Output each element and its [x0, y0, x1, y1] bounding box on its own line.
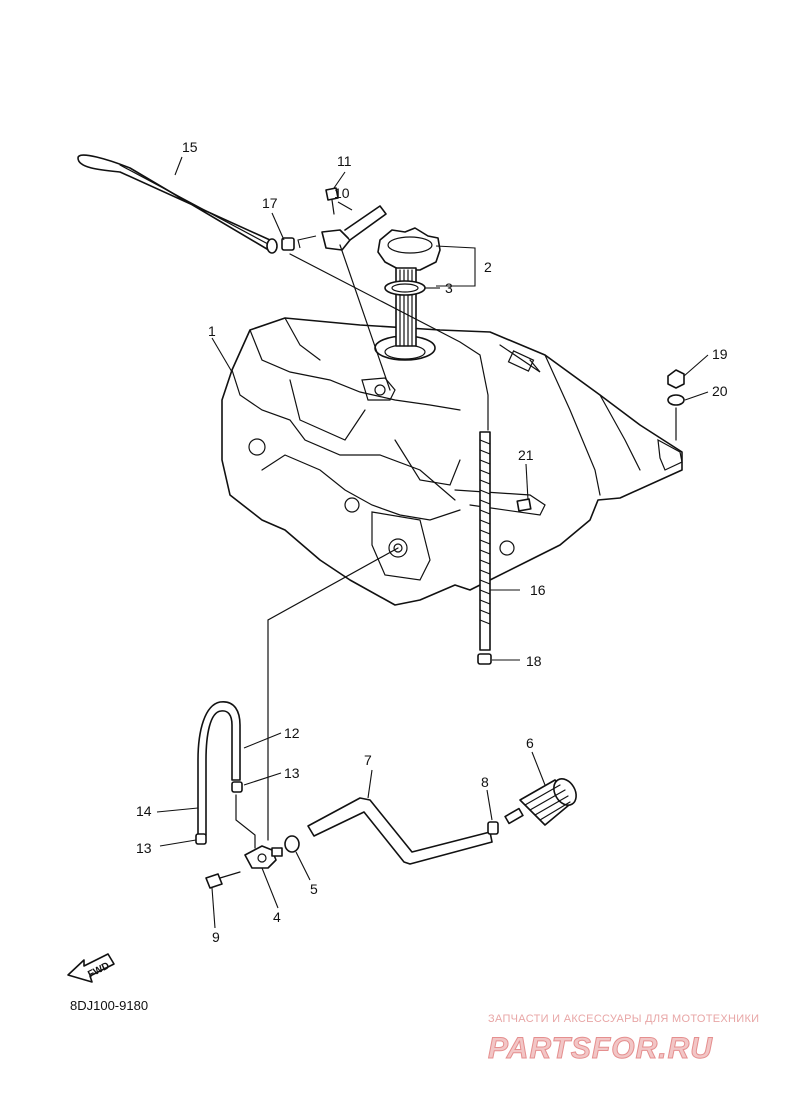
callout-13-lower: 13: [136, 840, 152, 856]
vent-bracket: [321, 205, 391, 391]
clamp-13-lower: [195, 833, 207, 845]
callout-13-upper: 13: [284, 765, 300, 781]
callout-7: 7: [364, 752, 372, 768]
callout-19: 19: [712, 346, 728, 362]
callout-17: 17: [262, 195, 278, 211]
screw-9: [205, 871, 241, 889]
callout-2: 2: [484, 259, 492, 275]
damper-21: [516, 498, 532, 512]
callout-3: 3: [445, 280, 453, 296]
callout-4: 4: [273, 909, 281, 925]
callout-6: 6: [526, 735, 534, 751]
callout-15: 15: [182, 139, 198, 155]
hose-clip-17: [281, 235, 317, 251]
callout-18: 18: [526, 653, 542, 669]
callout-9: 9: [212, 929, 220, 945]
diagram-code: 8DJ100-9180: [70, 998, 148, 1013]
callout-21: 21: [518, 447, 534, 463]
callout-8: 8: [481, 774, 489, 790]
callout-10: 10: [334, 185, 350, 201]
fuel-hose-14: [197, 701, 241, 836]
washer-20: [667, 394, 685, 441]
hose-cap-18: [477, 653, 492, 665]
breather-hose: [77, 154, 278, 254]
fuel-filter-6: [504, 778, 577, 826]
callout-1: 1: [208, 323, 216, 339]
screw-11: [325, 187, 339, 215]
clamp-13-upper: [231, 781, 243, 793]
callout-20: 20: [712, 383, 728, 399]
watermark-tagline: ЗАПЧАСТИ И АКСЕССУАРЫ ДЛЯ МОТОТЕХНИКИ: [488, 1013, 759, 1025]
fuel-pipe-7: [307, 797, 493, 865]
fuel-cock-4: [244, 845, 283, 869]
callout-16: 16: [530, 582, 546, 598]
fwd-arrow-icon: FWD: [67, 953, 115, 983]
callout-11: 11: [337, 153, 352, 169]
o-ring-5: [284, 835, 300, 853]
cap-gasket: [384, 280, 426, 296]
hose-clip-8: [487, 821, 499, 835]
fuel-tank: [221, 317, 683, 606]
drain-hose: [479, 431, 491, 651]
callout-14: 14: [136, 803, 152, 819]
callout-12: 12: [284, 725, 300, 741]
watermark-brand: PARTSFOR.RU: [488, 1032, 713, 1065]
callout-5: 5: [310, 881, 318, 897]
nut-19: [667, 369, 685, 389]
